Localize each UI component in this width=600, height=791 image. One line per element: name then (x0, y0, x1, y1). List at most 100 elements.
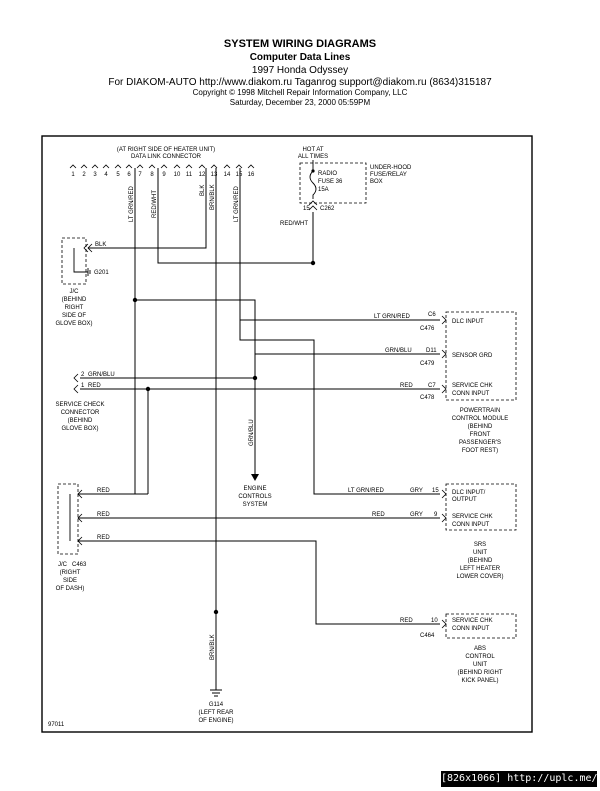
pcm-svc-chk-2: CONN INPUT (452, 391, 490, 397)
wire-label-lt-grn-red-srs: LT GRN/RED (348, 488, 384, 494)
pcm-label-5: PASSENGER'S (459, 440, 501, 446)
jc1-bus (73, 248, 88, 273)
jc2-box (57, 483, 79, 555)
fuse-box-label-1: UNDER-HOOD (370, 165, 412, 171)
wire-pin8-red-wht (157, 168, 314, 264)
wire-label-red-scc: RED (88, 383, 101, 389)
pcm-pin-d11: D11 (426, 348, 437, 354)
wire-label-gry-2: GRY (410, 512, 423, 518)
abs-label-3: UNIT (473, 662, 487, 668)
diagram-frame (41, 135, 533, 733)
wire-grn-blu-pcm (254, 353, 440, 378)
wire-label-red-pcm: RED (400, 383, 413, 389)
jc2-label-1: J/C (58, 562, 68, 568)
vehicle-label: 1997 Honda Odyssey (251, 65, 349, 76)
abs-label-5: KICK PANEL) (462, 678, 499, 684)
srs-dlc-io-1: DLC INPUT/ (452, 490, 486, 496)
g114-location-1: (LEFT REAR (199, 710, 235, 716)
jc1-label-4: SIDE OF (62, 313, 86, 319)
pcm-label-4: FRONT (470, 432, 491, 438)
splice-lt-grn-red (132, 297, 138, 303)
splice-brn-blk (213, 609, 219, 615)
engine-arrow-icon (251, 474, 259, 481)
srs-label-4: LEFT HEATER (460, 566, 501, 572)
splice-points (132, 260, 316, 615)
hot-at-label: HOT AT (302, 147, 323, 153)
wire-label-red-wht-fuse: RED/WHT (280, 221, 308, 227)
scc-label-4: GLOVE BOX) (61, 426, 98, 432)
pcm-conn-c479: C479 (420, 361, 435, 367)
jc1-label-5: GLOVE BOX) (55, 321, 92, 327)
dlc-pin-11: 11 (186, 172, 193, 178)
dlc-pin-5: 5 (116, 172, 120, 178)
splice-red (145, 386, 151, 392)
srs-label-3: (BEHIND (468, 558, 493, 564)
wire-label-lt-grn-red-pin6: LT GRN/RED (129, 186, 135, 222)
wire-label-grn-blu-pcm: GRN/BLU (385, 348, 412, 354)
pcm-label-6: FOOT REST) (462, 448, 498, 454)
wire-label-gry-1: GRY (410, 488, 423, 494)
wire-lt-grn-red-srs-b (239, 320, 440, 495)
dlc-pin-3: 3 (93, 172, 97, 178)
jc1-label-2: (BEHIND (62, 297, 87, 303)
jc2-terminals (77, 489, 83, 546)
page-subtitle: Computer Data Lines (249, 52, 351, 63)
srs-dlc-io-2: OUTPUT (452, 497, 477, 503)
dlc-pin-1: 1 (71, 172, 75, 178)
pcm-pin-c6: C6 (428, 312, 436, 318)
fuse-number: FUSE 36 (318, 179, 343, 185)
abs-label-4: (BEHIND RIGHT (458, 670, 503, 676)
abs-box (445, 613, 517, 639)
scc-pin-1: 1 (81, 383, 85, 389)
all-times-label: ALL TIMES (298, 154, 328, 160)
wire-label-blk-pin12: BLK (200, 185, 206, 196)
figure-id: 97011 (48, 722, 65, 728)
wire-label-grn-blu-engine: GRN/BLU (249, 419, 255, 446)
pcm-conn-c478: C478 (420, 395, 435, 401)
wires (78, 168, 440, 690)
wire-label-red-srs: RED (372, 512, 385, 518)
jc2-label-3: SIDE (63, 578, 77, 584)
pcm-label-3: (BEHIND (468, 424, 493, 430)
g201-label: G201 (94, 270, 109, 276)
srs-label-2: UNIT (473, 550, 487, 556)
g114-location-2: OF ENGINE) (198, 718, 233, 724)
scc-label-3: (BEHIND (68, 418, 93, 424)
wire-pin15-lt-grn-red (239, 168, 440, 321)
splice-red-wht (310, 260, 316, 266)
fuse-box-label-2: FUSE/RELAY (370, 172, 407, 178)
splice-grn-blu (252, 375, 258, 381)
wire-label-brn-blk-g114: BRN/BLK (210, 634, 216, 660)
dlc-pin-labels: 1 2 3 4 5 6 7 8 9 10 11 12 13 14 15 16 (71, 172, 255, 178)
dlc-pin-6: 6 (127, 172, 131, 178)
g201-ground-icon (87, 268, 91, 276)
scc-pin-2: 2 (81, 372, 85, 378)
wire-pin12-blk (88, 168, 207, 249)
fuse-symbol (309, 160, 317, 199)
g114-label: G114 (209, 702, 224, 708)
wire-label-grn-blu-scc: GRN/BLU (88, 372, 115, 378)
wire-label-lt-grn-red-pcm: LT GRN/RED (374, 314, 410, 320)
srs-terminals (441, 489, 447, 523)
dlc-pin-8: 8 (150, 172, 154, 178)
wire-label-blk-jc: BLK (95, 242, 106, 248)
jc2-label-4: OF DASH) (56, 586, 85, 592)
engine-label-3: SYSTEM (243, 502, 268, 508)
scc-label-1: SERVICE CHECK (56, 402, 105, 408)
wire-label-brn-blk-pin13: BRN/BLK (210, 184, 216, 210)
scc-terminals (73, 373, 79, 394)
wire-label-lt-grn-red-pin15: LT GRN/RED (234, 186, 240, 222)
dlc-pin-terminals (69, 164, 255, 169)
dlc-pin-12: 12 (199, 172, 206, 178)
engine-label-2: CONTROLS (238, 494, 271, 500)
srs-svc-chk-2: CONN INPUT (452, 522, 490, 528)
pcm-dlc-input: DLC INPUT (452, 319, 484, 325)
jc2-label-2: (RIGHT (60, 570, 81, 576)
fuse-relay-box (299, 162, 367, 204)
jc2-conn-c463: C463 (72, 562, 87, 568)
scc-label-2: CONNECTOR (61, 410, 100, 416)
pcm-label-1: POWERTRAIN (460, 408, 501, 414)
copyright-line: Copyright © 1998 Mitchell Repair Informa… (192, 88, 408, 97)
source-line: For DIAKOM-AUTO http://www.diakom.ru Tag… (108, 77, 492, 88)
